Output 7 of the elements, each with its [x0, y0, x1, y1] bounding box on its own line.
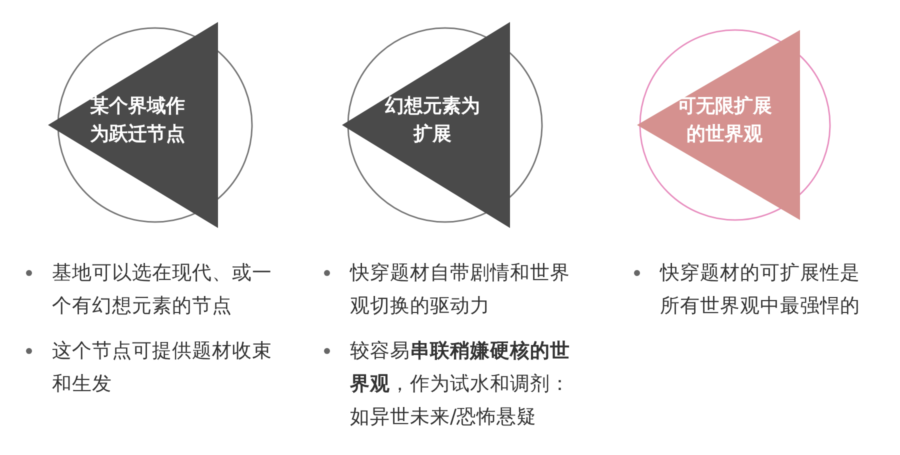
- node-title: 某个界域作为跃迁节点: [88, 94, 186, 147]
- bullet-text: 快穿题材的可扩展性是所有世界观中最强悍的: [660, 260, 861, 319]
- node-title: 幻想元素为扩展: [384, 94, 481, 147]
- bullet-text: 快穿题材自带剧情和世界观切换的驱动力: [350, 260, 570, 319]
- bullet-text: 较容易串联稍嫌硬核的世界观，作为试水和调剂：如异世未来/恐怖悬疑: [350, 338, 570, 430]
- bullet-text: 基地可以选在现代、或一个有幻想元素的节点: [52, 260, 272, 319]
- bullet-text: 这个节点可提供题材收束和生发: [52, 338, 272, 397]
